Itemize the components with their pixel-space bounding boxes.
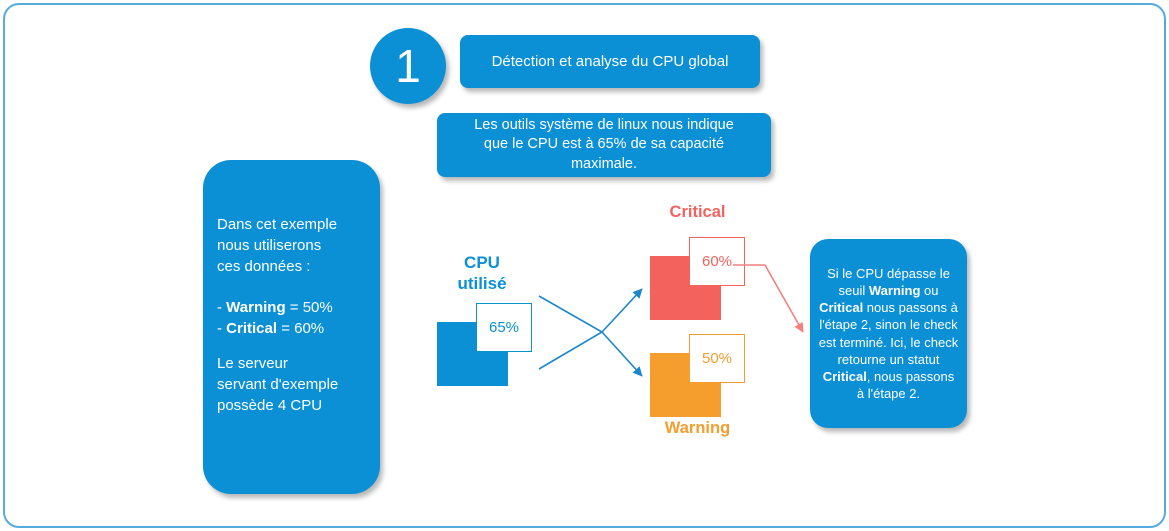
cpu-used-label: CPU utilisé (457, 253, 507, 294)
cpu-value: 65% (488, 319, 520, 336)
critical-label: Critical (669, 203, 726, 221)
step-title: Détection et analyse du CPU global (491, 53, 729, 70)
cpu-shape: 65% (437, 303, 532, 387)
step-description-box: Les outils système de linux nous indique… (437, 113, 771, 177)
note-box: Si le CPU dépasse le seuil Warning ou Cr… (810, 239, 967, 428)
warning-value: 50% (701, 350, 733, 367)
critical-value-box: 60% (689, 237, 745, 286)
warning-shape: 50% (650, 334, 745, 418)
step-number-badge: 1 (370, 28, 446, 104)
branch-chevron-icon (538, 295, 604, 370)
warning-label: Warning (664, 419, 731, 437)
arrow-to-critical-icon (601, 288, 643, 333)
step-title-box: Détection et analyse du CPU global (460, 35, 760, 88)
arrow-to-warning-icon (601, 331, 643, 377)
note-text: Si le CPU dépasse le seuil Warning ou Cr… (818, 265, 959, 401)
cpu-value-box: 65% (476, 303, 532, 352)
example-thresholds: - Warning = 50%- Critical = 60% (217, 299, 333, 337)
critical-shape: 60% (650, 237, 745, 321)
warning-value-box: 50% (689, 334, 745, 383)
step-number: 1 (395, 40, 421, 92)
critical-value: 60% (701, 253, 733, 270)
